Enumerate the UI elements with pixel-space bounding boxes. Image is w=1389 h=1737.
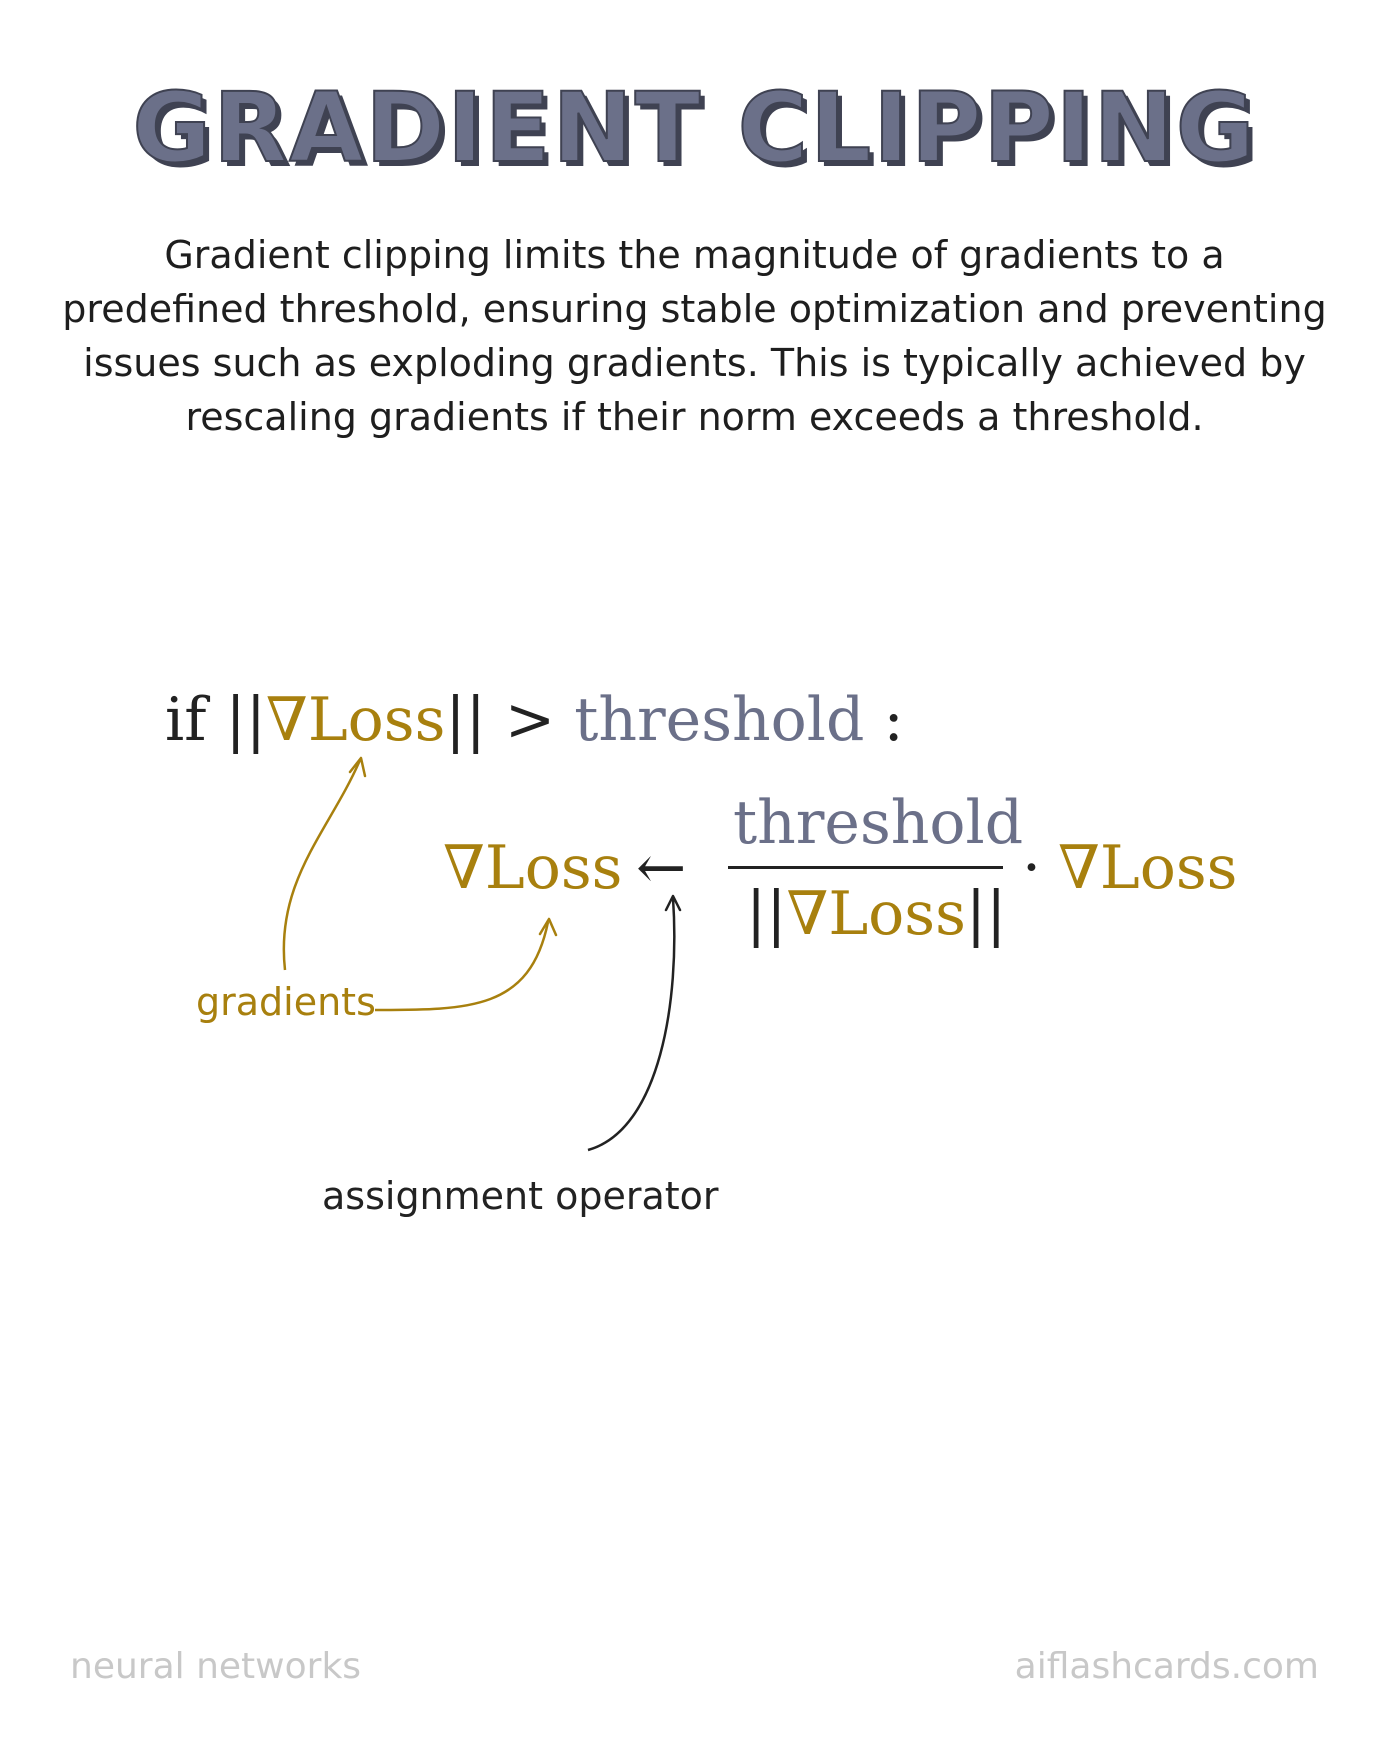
description-paragraph: Gradient clipping limits the magnitude o… [62, 233, 1327, 439]
denominator-norm-open: || [746, 879, 787, 949]
norm-open: || [225, 685, 266, 755]
gradients-label: gradients [196, 980, 376, 1024]
footer-website: aiflashcards.com [1014, 1646, 1319, 1687]
assignment-arrow-head [664, 894, 682, 912]
gradients-arrow-right [374, 921, 550, 1012]
assignment-arrow [587, 897, 676, 1152]
grad-loss-in-condition: ∇Loss [265, 685, 446, 755]
gradients-arrow-up [282, 759, 362, 971]
denominator-grad-loss: ∇Loss [786, 879, 966, 949]
assignment-operator-label: assignment operator [322, 1174, 719, 1218]
fraction-numerator: threshold [733, 788, 1024, 858]
fraction-denominator: ||∇Loss|| [746, 884, 1006, 944]
footer-topic: neural networks [70, 1646, 362, 1687]
page-title: GRADIENT CLIPPING [131, 71, 1257, 185]
colon: : [883, 685, 904, 755]
lhs-grad-loss: ∇Loss [443, 833, 623, 903]
norm-close: || [445, 685, 486, 755]
denominator-norm-close: || [965, 879, 1007, 949]
fraction-bar [728, 866, 1003, 869]
assign-arrow: ← [636, 833, 687, 903]
greater-than: > [504, 685, 556, 755]
if-keyword: if [165, 685, 207, 755]
rhs-grad-loss: ∇Loss [1058, 833, 1238, 903]
gradients-arrow-up-head [348, 756, 367, 778]
multiply-dot: · [1022, 833, 1042, 903]
gradients-arrow-right-head [538, 917, 558, 937]
threshold-in-condition: threshold [574, 685, 865, 755]
formula-line-1: if ||∇Loss|| > threshold : [165, 690, 904, 750]
